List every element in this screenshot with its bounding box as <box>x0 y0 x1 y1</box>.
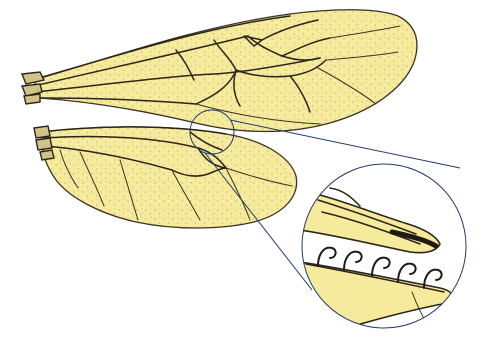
magnified-view <box>300 164 470 334</box>
forewing-base <box>22 72 44 104</box>
hindwing <box>34 126 297 228</box>
forewing <box>22 10 417 132</box>
